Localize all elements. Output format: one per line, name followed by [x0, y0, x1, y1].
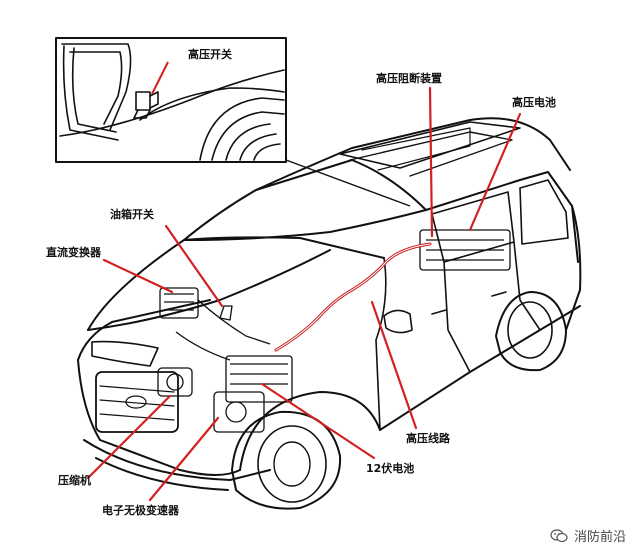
label-fuel-switch: 油箱开关	[110, 208, 154, 221]
hv-cable-inner	[275, 243, 431, 351]
label-ecvt: 电子无极变速器	[102, 504, 179, 517]
watermark-text: 消防前沿	[573, 530, 626, 545]
watermark: 消防前沿	[550, 526, 626, 545]
leader-lines	[86, 86, 522, 502]
leader-dc-converter	[102, 258, 174, 294]
label-compressor: 压缩机	[58, 474, 91, 487]
leader-hv-cable	[370, 300, 418, 430]
label-dc-converter: 直流变换器	[46, 246, 101, 259]
leader-hv-disconnect	[428, 86, 434, 238]
inset-detail	[55, 37, 287, 163]
label-12v-battery: 12伏电池	[366, 462, 415, 475]
leader-fuel-switch	[164, 224, 224, 308]
inset-leader-line	[151, 61, 169, 95]
label-hv-disconnect: 高压阻断装置	[376, 72, 442, 85]
label-hv-switch: 高压开关	[188, 48, 232, 61]
leader-hv-battery	[468, 112, 522, 232]
engine-components	[157, 229, 511, 433]
label-hv-cable: 高压线路	[406, 432, 450, 445]
vehicle-body	[77, 117, 582, 510]
label-hv-battery: 高压电池	[512, 96, 556, 109]
leader-compressor	[86, 394, 172, 480]
leader-12v-battery	[260, 382, 376, 460]
leader-ecvt	[148, 416, 220, 502]
wechat-icon	[550, 528, 568, 542]
